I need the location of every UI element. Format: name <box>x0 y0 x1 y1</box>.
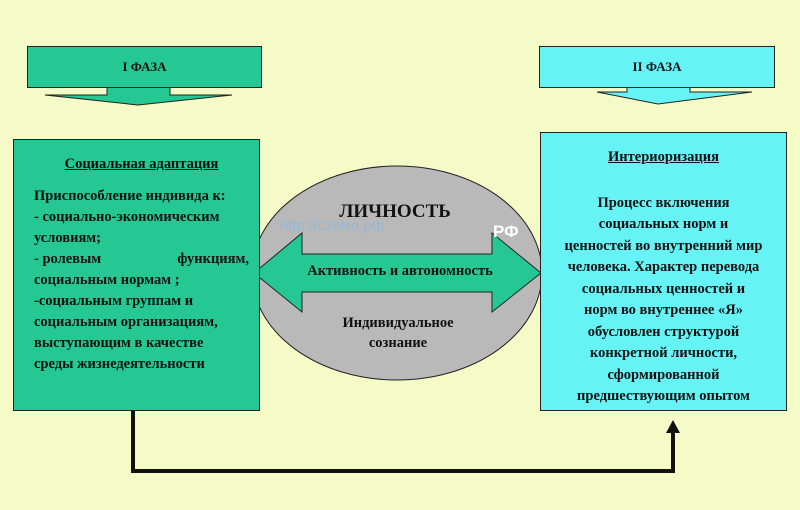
right-line: предшествующим опытом <box>577 388 750 404</box>
caption-line: Индивидуальное <box>342 315 454 331</box>
phase-1-box: I ФАЗА <box>27 46 262 88</box>
right-line: Процесс включения <box>597 194 730 211</box>
personality-title: ЛИЧНОСТЬ <box>339 201 451 222</box>
right-line: обусловлен структурой <box>587 323 740 340</box>
left-line: выступающим в качестве <box>34 335 204 351</box>
phase2-down-arrow <box>596 85 753 105</box>
left-line: среды жизнедеятельности <box>34 356 205 372</box>
left-line: социальным организациям, <box>34 314 218 330</box>
watermark-suffix: РФ <box>493 222 519 241</box>
right-line: человека. Характер перевода <box>567 259 760 275</box>
connector-line <box>131 411 675 473</box>
left-line-justified: - ролевым функциям, <box>34 249 249 270</box>
right-line: ценностей во внутренний мир <box>564 237 763 254</box>
phase1-down-arrow <box>44 85 233 106</box>
consciousness-caption: Индивидуальное сознание <box>300 313 496 353</box>
right-line: конкретной личности, <box>589 345 738 361</box>
right-line: социальных норм и <box>598 216 729 232</box>
left-line: Приспособление индивида к: <box>34 188 226 204</box>
watermark-url: http://схемо.рф <box>280 217 385 234</box>
phase-1-label: I ФАЗА <box>122 59 167 74</box>
caption-line: сознание <box>368 335 428 351</box>
left-line: функциям, <box>177 251 249 267</box>
right-line: норм во внутреннее «Я» <box>584 302 743 318</box>
left-line: -социальным группам и <box>34 293 194 309</box>
right-line: социальных ценностей и <box>581 280 746 297</box>
arrow-label: Активность и автономность <box>307 263 493 279</box>
left-line: условиям; <box>34 230 101 246</box>
left-line: - социально-экономическим <box>34 209 220 225</box>
interiorization-heading: Интериоризация <box>608 149 719 165</box>
connector-arrowhead <box>666 420 680 433</box>
phase-2-label: II ФАЗА <box>632 59 682 74</box>
phase-2-box: II ФАЗА <box>539 46 775 88</box>
left-line: - ролевым <box>34 251 102 267</box>
left-line: социальным нормам ; <box>34 272 180 288</box>
social-adaptation-panel: Социальная адаптация Приспособление инди… <box>13 139 260 411</box>
interiorization-panel: Интериоризация Процесс включения социаль… <box>540 132 787 411</box>
social-adaptation-heading: Социальная адаптация <box>64 156 219 172</box>
right-line: сформированной <box>607 366 720 383</box>
